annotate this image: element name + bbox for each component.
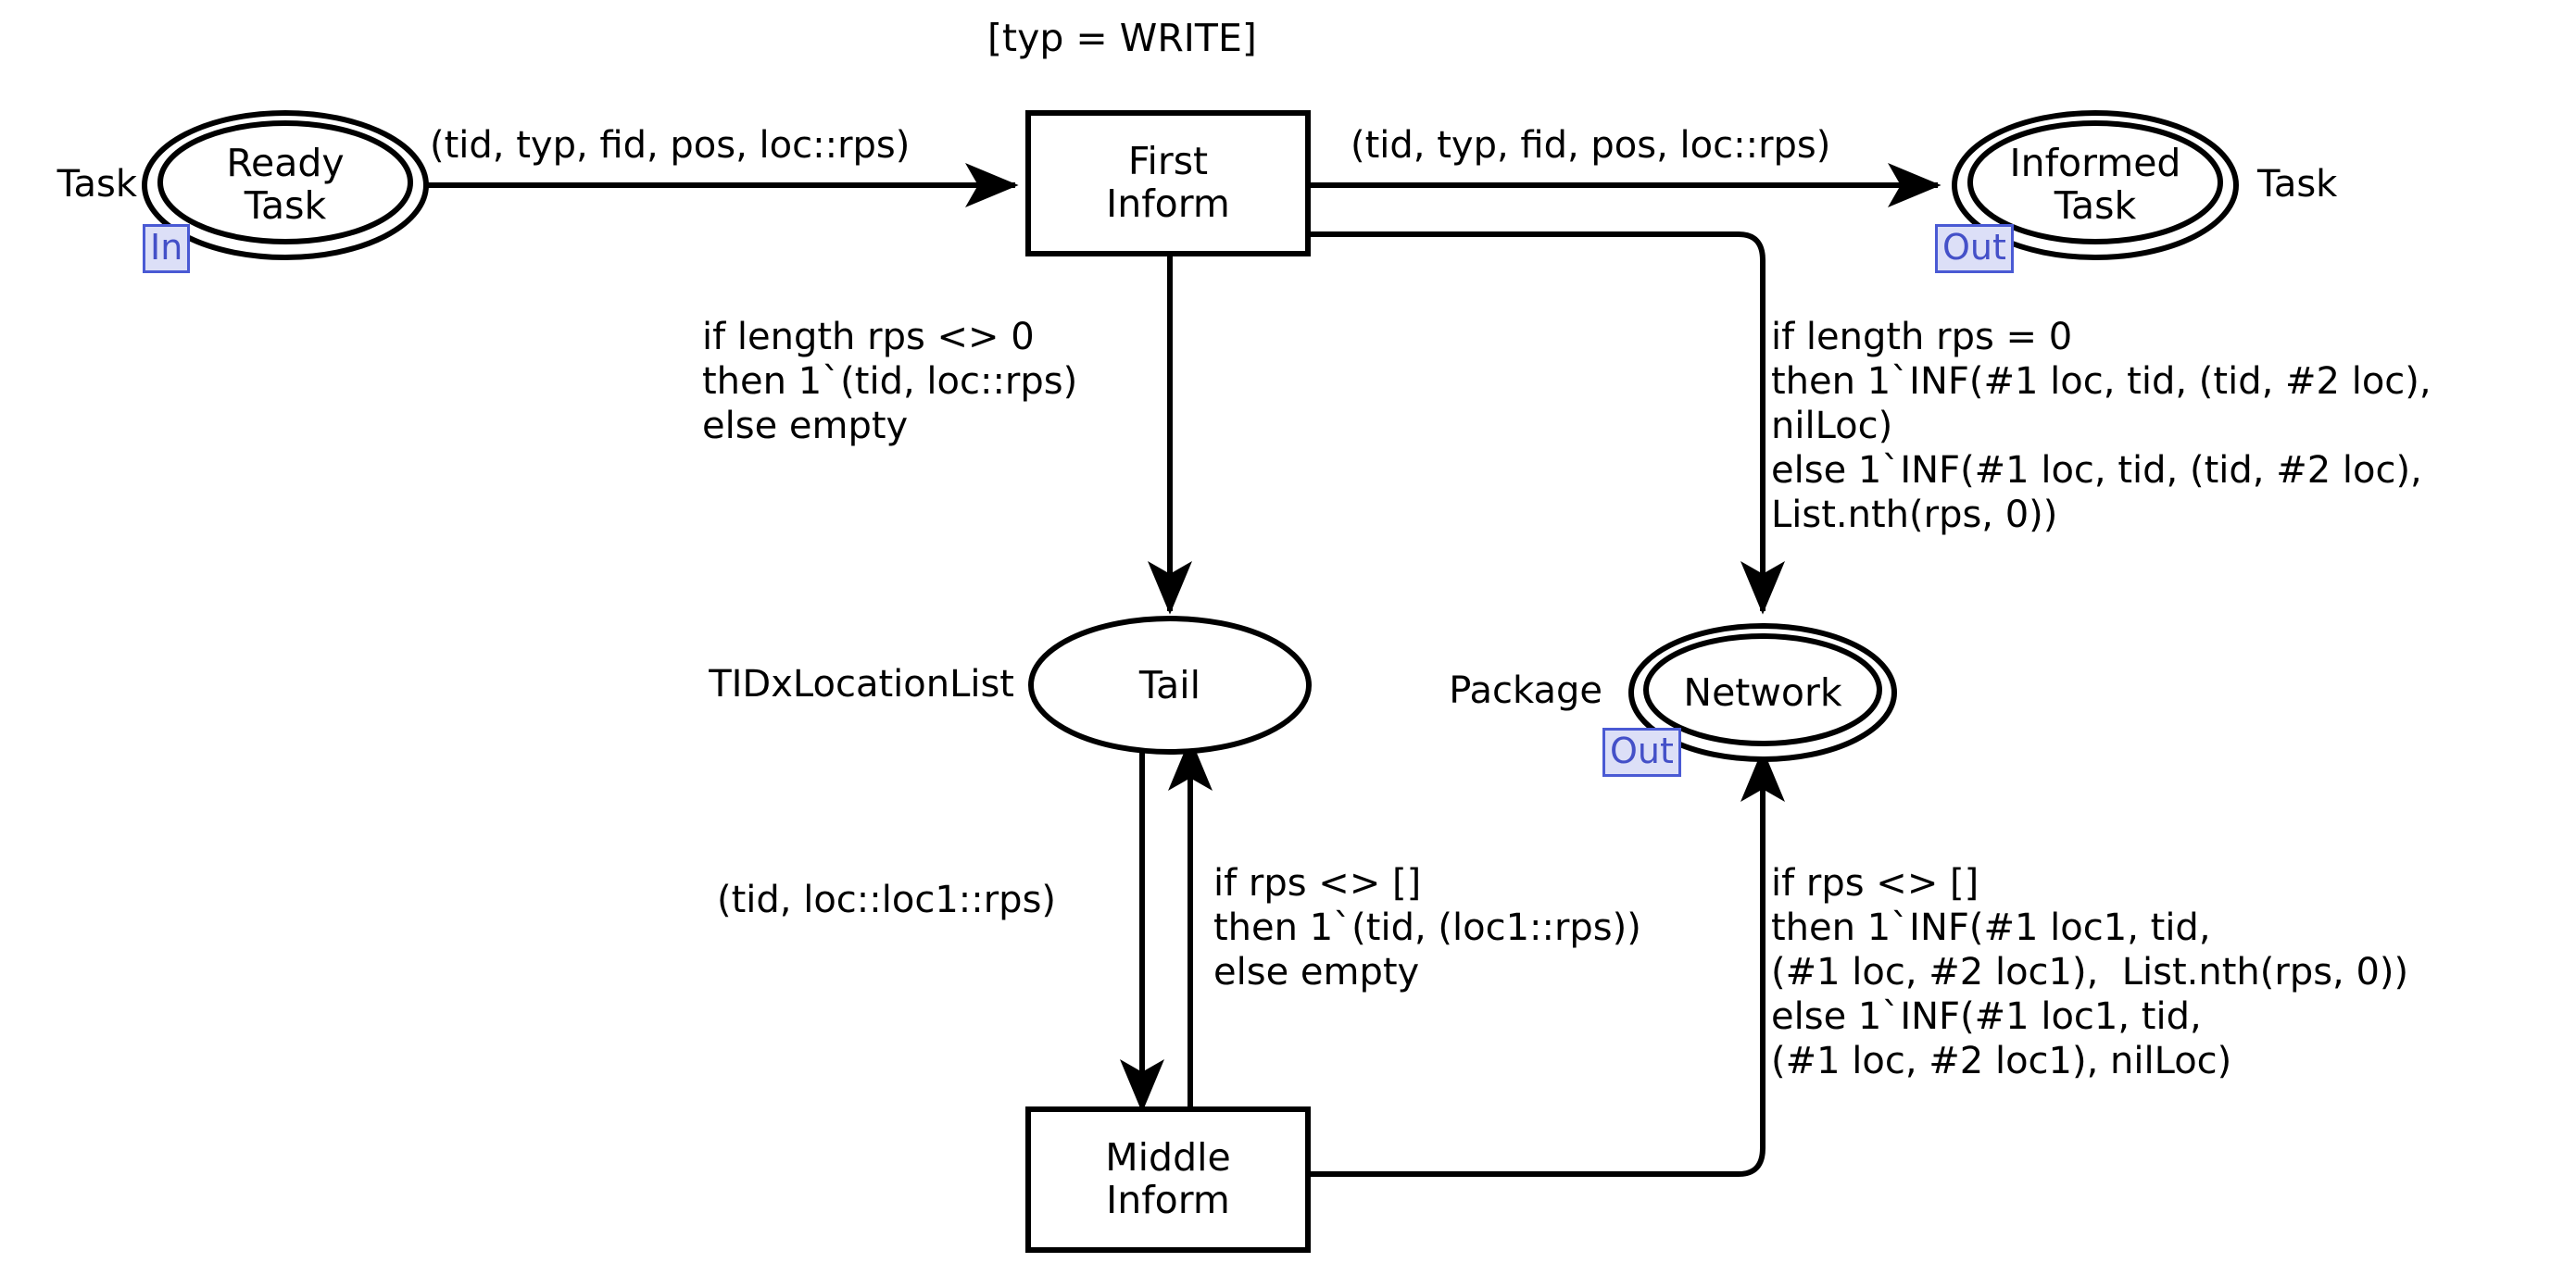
colorset-network: Package	[1449, 669, 1602, 712]
inscription-middle-to-tail: if rps <> [] then 1`(tid, (loc1::rps)) e…	[1213, 862, 1641, 994]
port-tag-out-network[interactable]: Out	[1602, 728, 1681, 777]
transition-first-inform[interactable]	[1025, 110, 1311, 256]
inscription-first-to-tail: if length rps <> 0 then 1`(tid, loc::rps…	[702, 316, 1078, 447]
inscription-first-to-network: if length rps = 0 then 1`INF(#1 loc, tid…	[1771, 316, 2431, 536]
guard-first-inform: [typ = WRITE]	[987, 16, 1257, 60]
inscription-middle-to-network: if rps <> [] then 1`INF(#1 loc1, tid, (#…	[1771, 862, 2409, 1082]
place-informed-task-inner	[1967, 120, 2223, 244]
inscription-tail-to-middle: (tid, loc::loc1::rps)	[717, 879, 1057, 921]
transition-middle-inform[interactable]	[1025, 1106, 1311, 1253]
inscription-first-to-informed: (tid, typ, fid, pos, loc::rps)	[1351, 124, 1831, 167]
place-tail[interactable]	[1028, 616, 1312, 755]
colorset-informed-task: Task	[2257, 163, 2338, 206]
inscription-ready-to-first: (tid, typ, fid, pos, loc::rps)	[430, 124, 911, 167]
place-network-inner	[1643, 633, 1882, 746]
port-tag-out-informed-task[interactable]: Out	[1935, 224, 2014, 273]
arc-first-to-network	[1308, 231, 1785, 615]
colorset-ready-task: Task	[57, 163, 137, 206]
port-tag-in-ready-task[interactable]: In	[143, 224, 191, 273]
arc-middle-to-network	[1308, 748, 1785, 1177]
place-ready-task-inner	[157, 120, 413, 244]
colorset-tail: TIDxLocationList	[709, 663, 1014, 706]
